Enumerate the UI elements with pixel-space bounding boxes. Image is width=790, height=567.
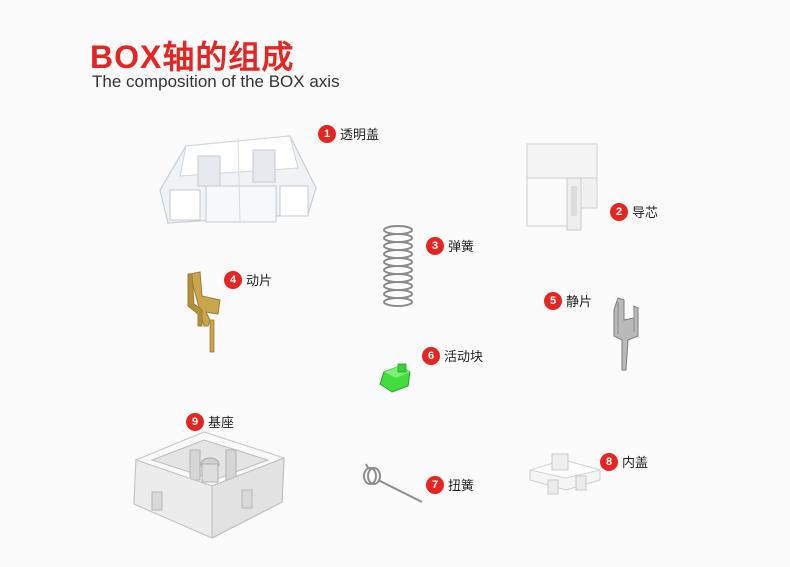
spring-illustration [383,225,413,307]
moving-contact-illustration [187,271,221,353]
part-number-badge: 4 [224,270,242,289]
part-label-5: 5 静片 [544,291,592,310]
part-number-badge: 1 [318,124,336,143]
stem-illustration [526,143,598,231]
inner-cover-illustration [529,453,601,495]
part-number-badge: 3 [426,236,444,255]
part-name: 弹簧 [448,240,475,255]
part-number-badge: 5 [544,291,562,310]
part-label-6: 6 活动块 [422,346,483,365]
part-label-3: 3 弹簧 [426,236,474,255]
part-number-badge: 2 [610,202,628,221]
part-name: 活动块 [444,350,484,365]
part-number-badge: 9 [186,412,204,431]
part-number-badge: 6 [422,346,440,365]
part-name: 透明盖 [340,128,380,143]
part-name: 内盖 [622,456,649,471]
part-name: 动片 [246,274,273,289]
part-label-2: 2 导芯 [610,202,658,221]
transparent-cover-illustration [159,135,317,224]
part-name: 静片 [566,295,593,310]
torsion-spring-illustration [363,463,423,503]
part-label-7: 7 扭簧 [426,475,474,494]
slider-block-illustration [379,363,411,393]
part-label-4: 4 动片 [224,270,272,289]
part-name: 基座 [208,416,235,431]
part-label-1: 1 透明盖 [318,124,379,143]
part-number-badge: 8 [600,452,618,471]
base-housing-illustration [133,431,286,539]
page-title: BOX轴的组成 [90,39,295,75]
part-name: 导芯 [632,206,659,221]
static-contact-illustration [613,297,639,371]
part-name: 扭簧 [448,479,475,494]
part-number-badge: 7 [426,475,444,494]
part-label-9: 9 基座 [186,412,234,431]
page-subtitle: The composition of the BOX axis [92,72,340,91]
part-label-8: 8 内盖 [600,452,648,471]
